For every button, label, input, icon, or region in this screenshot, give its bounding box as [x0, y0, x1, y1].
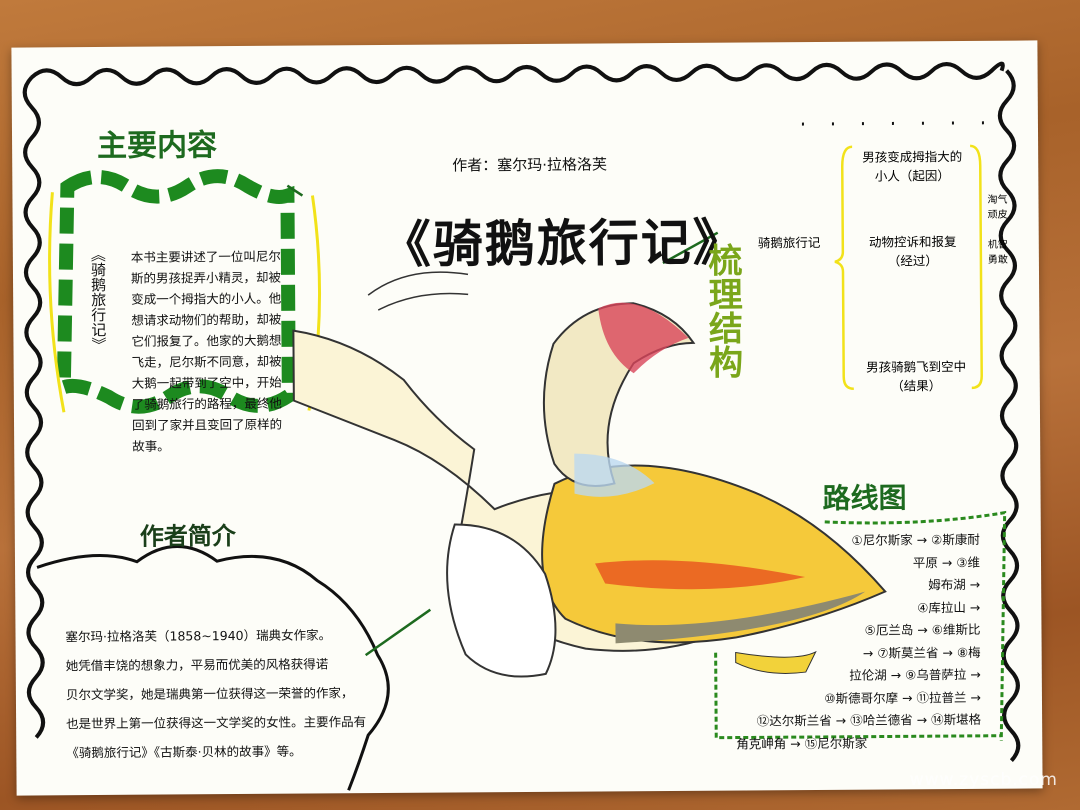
- structure-root: 骑鹅旅行记: [757, 234, 821, 251]
- author-intro-line: 《骑鹅旅行记》《古斯泰·贝林的故事》等。: [66, 743, 302, 761]
- route-line: → ⑦斯莫兰省 → ⑧梅: [862, 644, 981, 661]
- route-line: 角克岬角 → ⑮尼尔斯家: [736, 735, 868, 752]
- poster-title: 《骑鹅旅行记》: [380, 212, 745, 275]
- structure-heading: 梳理结构: [701, 242, 743, 379]
- main-content-heading: 主要内容: [96, 128, 218, 164]
- poster-paper: 主要内容 作者：塞尔玛·拉格洛芙 《骑鹅旅行记》 《骑鹅旅行记》 本书主要讲述了…: [11, 40, 1043, 796]
- author-intro-text: 塞尔玛·拉格洛芙（1858~1940）瑞典女作家。 她凭借丰饶的想象力，平易而优…: [65, 620, 396, 767]
- route-line: 拉伦湖 → ⑨乌普萨拉 →: [849, 666, 981, 683]
- author-intro-line: 塞尔玛·拉格洛芙（1858~1940）瑞典女作家。: [65, 627, 332, 645]
- watermark: www.zyscb.com: [909, 770, 1058, 790]
- author-intro-line: 贝尔文学奖，她是瑞典第一位获得这一荣誉的作家，: [65, 685, 354, 703]
- structure-branch-process: 动物控诉和报复（经过）: [868, 233, 957, 269]
- author-intro-line: 她凭借丰饶的想象力，平易而优美的风格获得诺: [65, 656, 329, 674]
- route-map-list: ①尼尔斯家 → ②斯康耐 平原 → ③维 姆布湖 → ④库拉山 → ⑤厄兰岛 →…: [735, 529, 982, 756]
- book-label: 《骑鹅旅行记》: [88, 246, 108, 353]
- author-intro-heading: 作者简介: [139, 521, 236, 551]
- author-intro-line: 也是世界上第一位获得这一文学奖的女性。主要作品有: [66, 714, 367, 732]
- goose-illustration: [292, 302, 887, 678]
- route-line: ⑩斯德哥尔摩 → ⑪拉普兰 →: [824, 689, 982, 706]
- structure-branch-cause: 男孩变成拇指大的小人（起因）: [862, 148, 963, 184]
- trait-brave: 机智勇敢: [987, 239, 1008, 266]
- route-line: ①尼尔斯家 → ②斯康耐: [851, 531, 980, 548]
- route-map-heading: 路线图: [822, 481, 907, 515]
- route-line: ⑤厄兰岛 → ⑥维斯比: [864, 621, 981, 638]
- route-line: 平原 → ③维: [912, 554, 981, 570]
- main-content-text: 本书主要讲述了一位叫尼尔斯的男孩捉弄小精灵，却被变成一个拇指大的小人。他想请求动…: [130, 248, 283, 454]
- wavy-border: [22, 61, 1021, 791]
- structure-branch-result: 男孩骑鹅飞到空中（结果）: [866, 358, 967, 394]
- route-line: ⑫达尔斯兰省 → ⑬哈兰德省 → ⑭斯堪格: [756, 711, 982, 729]
- route-line: 姆布湖 →: [928, 576, 981, 593]
- trait-naughty: 淘气顽皮: [987, 194, 1008, 221]
- author-line: 作者：塞尔玛·拉格洛芙: [452, 155, 608, 175]
- route-line: ④库拉山 →: [917, 599, 981, 615]
